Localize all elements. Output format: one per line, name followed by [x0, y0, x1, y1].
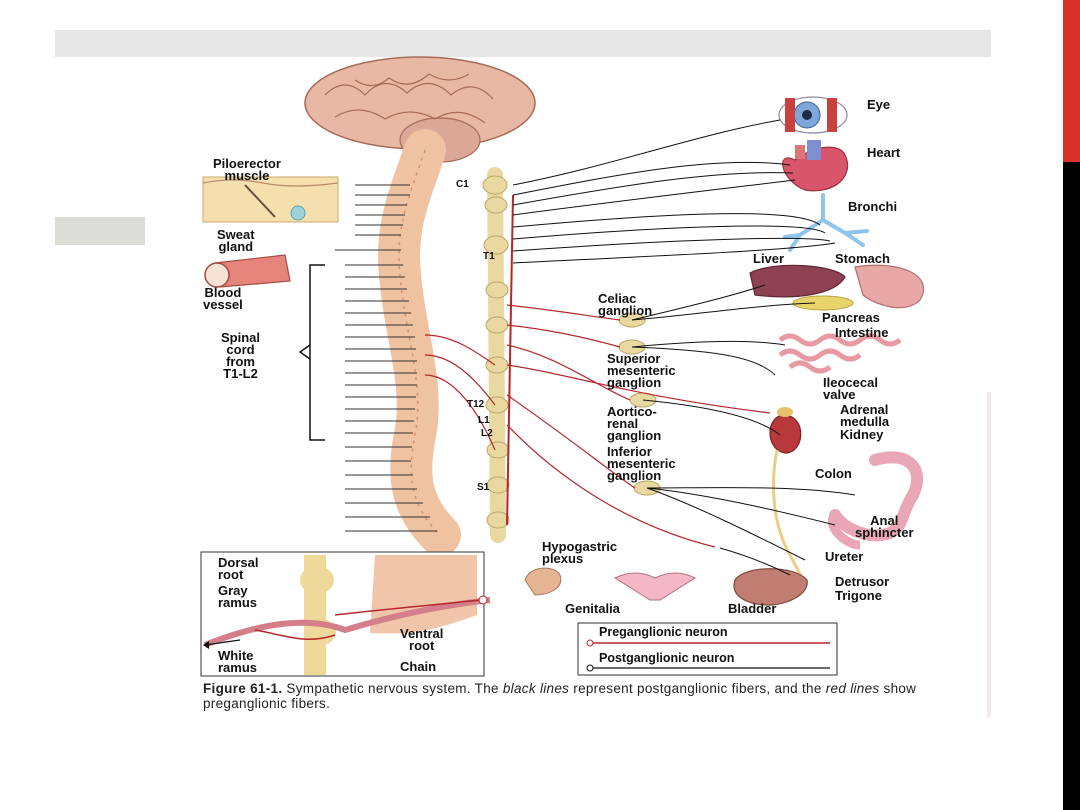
- slide-title-bar: [55, 30, 991, 57]
- accent-bar-red: [1063, 0, 1080, 162]
- bladder-illustration: [733, 568, 808, 606]
- label-l1: L1: [478, 415, 490, 426]
- label-stomach: Stomach: [835, 251, 890, 266]
- colon-illustration: [829, 451, 924, 542]
- caption-part-3: show preganglionic fibers.: [203, 681, 917, 711]
- label-heart: Heart: [867, 145, 901, 160]
- label-l2: L2: [481, 428, 493, 439]
- chain-ganglia: [482, 175, 510, 529]
- preganglionic-fibers: [424, 304, 771, 548]
- legend-preganglionic: Preganglionic neuron: [599, 625, 728, 639]
- heart-illustration: [782, 140, 849, 192]
- label-sweat-gland: Sweat gland: [217, 227, 255, 254]
- label-s1: S1: [477, 482, 490, 493]
- figure-label: Figure 61-1.: [203, 681, 283, 696]
- accent-bar-black: [1063, 162, 1080, 810]
- label-adrenal: Adrenal medulla: [840, 402, 890, 429]
- prevertebral-ganglia: [618, 312, 661, 496]
- label-intestine: Intestine: [835, 325, 889, 340]
- legend-frame: [577, 622, 838, 676]
- label-white-ramus: White ramus: [218, 648, 258, 675]
- eye-illustration: [778, 96, 848, 134]
- figure-caption: Figure 61-1. Sympathetic nervous system.…: [203, 681, 938, 711]
- label-ventral-root: Ventral root: [400, 626, 444, 653]
- label-celiac-ganglion: Celiac ganglion: [598, 291, 653, 318]
- label-colon: Colon: [815, 466, 852, 481]
- kidney-illustration: [769, 414, 802, 454]
- label-piloerector: Piloerector muscle: [213, 156, 281, 183]
- sympathetic-chain: [487, 167, 506, 543]
- label-bronchi: Bronchi: [848, 199, 898, 214]
- label-t12: T12: [467, 399, 485, 410]
- bronchi-illustration: [783, 193, 869, 252]
- legend-postganglionic: Postganglionic neuron: [599, 651, 735, 665]
- label-spinal-cord: Spinal cord from T1-L2: [221, 330, 261, 381]
- pancreas-illustration: [792, 295, 854, 311]
- label-liver: Liver: [753, 251, 785, 266]
- intestine-illustration: [778, 333, 902, 374]
- label-inferior-mesenteric: Inferior mesenteric ganglion: [607, 444, 676, 483]
- label-gray-ramus: Gray ramus: [218, 583, 258, 610]
- label-hypogastric: Hypogastric plexus: [542, 539, 618, 566]
- label-ileocecal: Ileocecal valve: [823, 375, 878, 402]
- label-blood-vessel: Blood vessel: [203, 285, 243, 312]
- caption-part-2: represent postganglionic fibers, and the: [569, 681, 826, 696]
- diagram-artwork: [200, 56, 925, 677]
- spinal-cord: [378, 129, 461, 556]
- label-genitalia: Genitalia: [565, 601, 620, 616]
- faint-edge-bar: [987, 392, 991, 717]
- label-trigone: Trigone: [835, 588, 882, 603]
- label-pancreas: Pancreas: [822, 310, 880, 325]
- caption-em-2: red lines: [825, 681, 880, 696]
- label-c1: C1: [456, 179, 469, 190]
- label-anal-sphincter: Anal sphincter: [855, 513, 914, 540]
- side-label-block: [55, 217, 145, 245]
- label-dorsal-root: Dorsal root: [218, 555, 259, 582]
- sympathetic-diagram: Piloerector muscle Sweat gland Blood ves…: [195, 55, 940, 715]
- label-detrusor: Detrusor: [835, 574, 890, 589]
- label-superior-mesenteric: Superior mesenteric ganglion: [607, 351, 676, 390]
- label-kidney: Kidney: [840, 427, 884, 442]
- stomach-illustration: [854, 264, 925, 309]
- label-chain: Chain: [400, 659, 437, 674]
- label-aorticorenal: Aortico- renal ganglion: [607, 404, 662, 443]
- ureter-line: [772, 449, 805, 581]
- label-ureter: Ureter: [825, 549, 864, 564]
- liver-illustration: [749, 264, 846, 298]
- caption-part-1: Sympathetic nervous system. The: [282, 681, 503, 696]
- postganglionic-fibers: [512, 119, 856, 576]
- caption-em-1: black lines: [502, 681, 570, 696]
- label-t1: T1: [483, 251, 495, 262]
- label-eye: Eye: [867, 97, 891, 112]
- spinal-nerves: [335, 184, 437, 532]
- label-bladder: Bladder: [728, 601, 777, 616]
